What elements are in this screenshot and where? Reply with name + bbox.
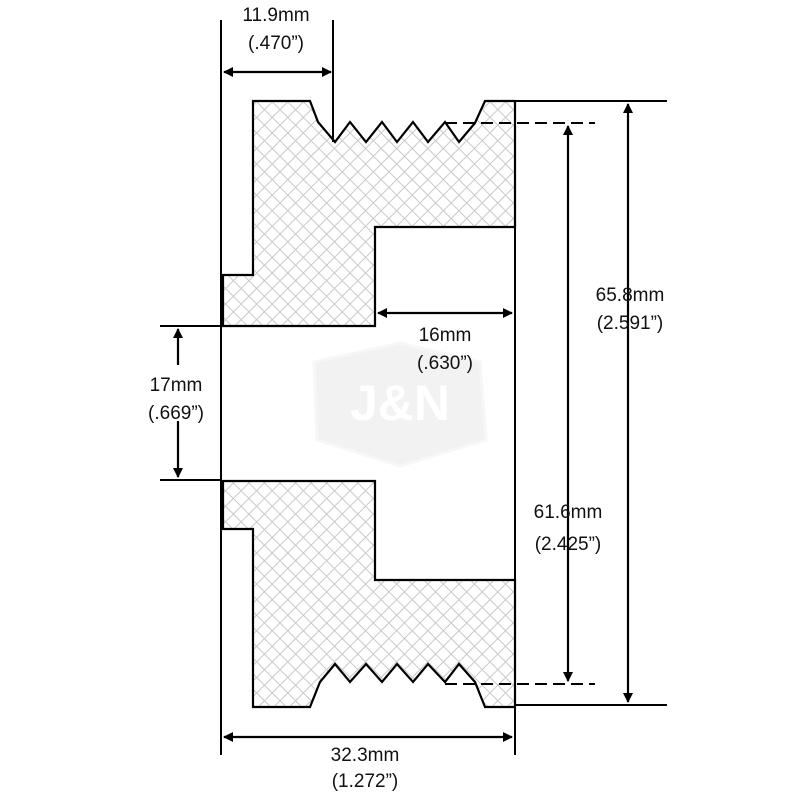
hub-width-inch: (.470”) (248, 33, 304, 54)
groove-diameter-inch: (2.425”) (535, 534, 602, 555)
extension-lines (160, 20, 667, 755)
recess-depth-inch: (.630”) (417, 353, 473, 374)
recess-depth-mm: 16mm (419, 325, 472, 346)
dimension-arrows (173, 67, 633, 742)
watermark-logo: J&N (312, 341, 488, 468)
pulley-section-bottom (221, 479, 517, 709)
pulley-section-top (221, 99, 517, 328)
overall-width-mm: 32.3mm (331, 745, 400, 766)
groove-diameter-mm: 61.6mm (534, 502, 603, 523)
watermark-text: J&N (350, 375, 450, 431)
overall-width-inch: (1.272”) (332, 771, 399, 792)
outer-diameter-mm: 65.8mm (596, 285, 665, 306)
bore-inch: (.669”) (148, 403, 204, 424)
hub-width-mm: 11.9mm (242, 5, 309, 26)
bore-mm: 17mm (150, 375, 203, 396)
outer-diameter-inch: (2.591”) (597, 313, 664, 334)
